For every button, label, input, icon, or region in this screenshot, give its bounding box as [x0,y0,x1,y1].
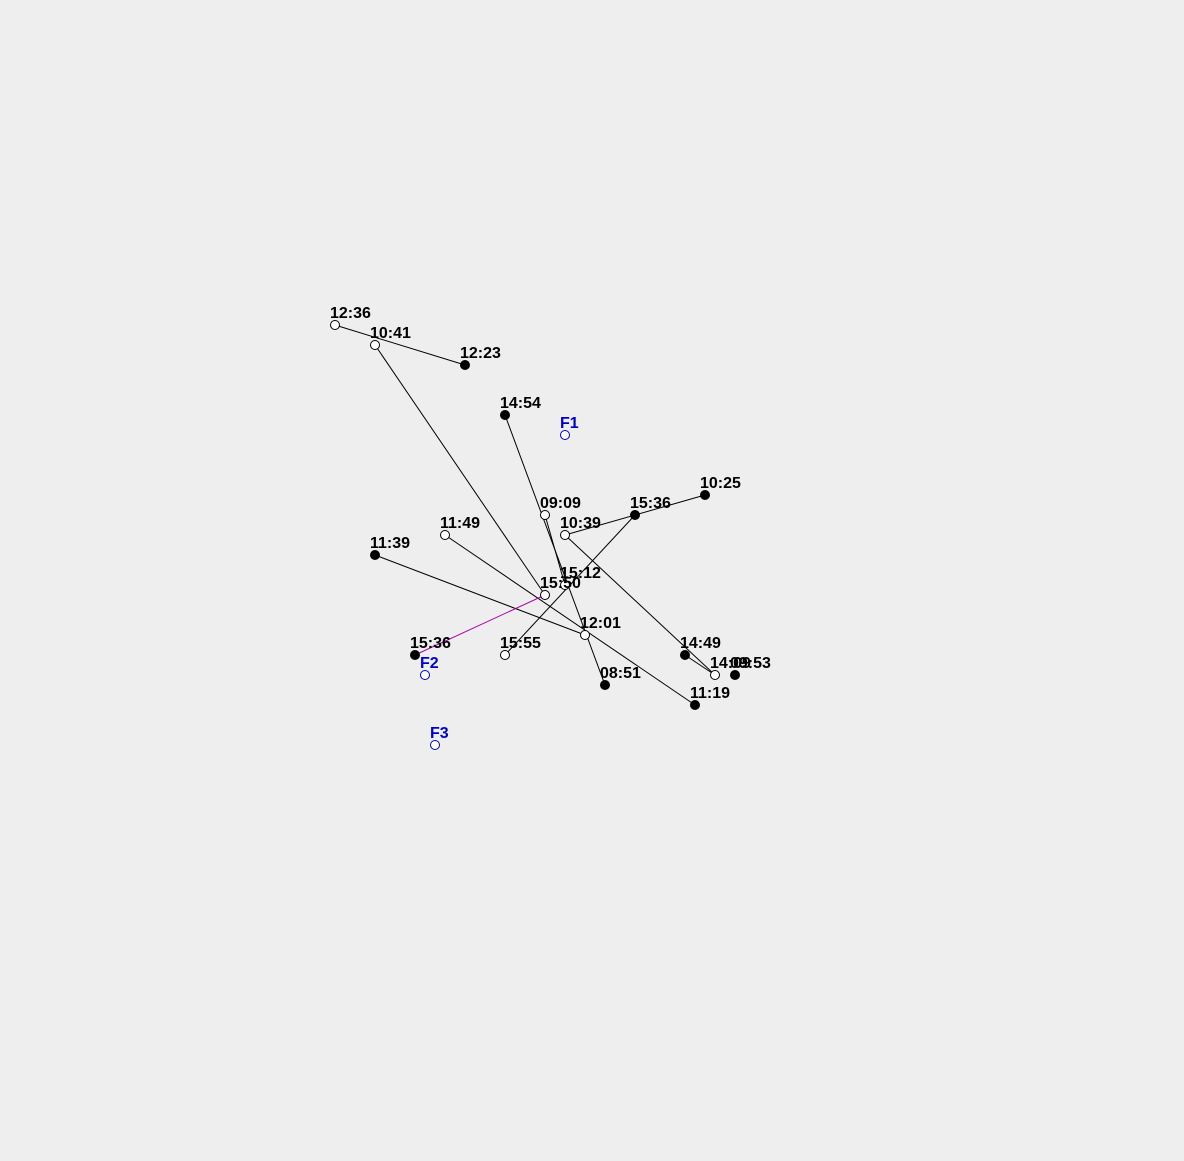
edges-layer [334,324,716,706]
stop-node-open[interactable] [710,670,720,680]
stop-node-filled[interactable] [460,360,470,370]
stop-node-filled[interactable] [730,670,740,680]
stop-node-filled[interactable] [410,650,420,660]
stop-node-filled[interactable] [700,490,710,500]
stop-time-label: 11:49 [440,515,480,532]
stop-time-label: 14:49 [680,635,721,652]
route-edge [544,514,566,586]
stop-node-open[interactable] [560,580,570,590]
stop-node-filled[interactable] [680,650,690,660]
stop-time-label: 12:01 [580,615,621,632]
route-edge [684,654,716,676]
stop-node-open[interactable] [560,530,570,540]
stop-node-open[interactable] [440,530,450,540]
stop-node-filled[interactable] [690,700,700,710]
highlighted-route-edge [414,594,546,656]
stop-node-open[interactable] [540,510,550,520]
route-edge [374,554,586,636]
facility-label: F2 [420,655,439,672]
stop-time-label: 15:55 [500,635,541,652]
stop-node-filled[interactable] [370,550,380,560]
stop-time-label: 09:53 [730,655,771,672]
facility-node[interactable] [560,430,570,440]
stop-node-open[interactable] [580,630,590,640]
stop-time-label: 14:09 [710,655,751,672]
stop-time-label: 11:19 [690,685,730,702]
stop-time-label: 15:12 [560,565,601,582]
stop-time-label: 10:41 [370,325,411,342]
facility-node[interactable] [430,740,440,750]
route-edge [444,534,696,706]
facility-node[interactable] [420,670,430,680]
route-edge [564,534,716,676]
stop-time-label: 14:54 [500,395,541,412]
facility-label: F3 [430,725,449,742]
stop-node-open[interactable] [500,650,510,660]
stop-node-filled[interactable] [630,510,640,520]
stop-node-open[interactable] [330,320,340,330]
stop-time-label: 10:25 [700,475,741,492]
stop-time-label: 15:50 [540,575,581,592]
route-edge [334,324,466,366]
stop-time-label: 15:36 [630,495,671,512]
stop-time-label: 08:51 [600,665,641,682]
facility-label: F1 [560,415,579,432]
stop-node-open[interactable] [370,340,380,350]
route-edge [374,344,546,596]
stop-time-label: 12:23 [460,345,501,362]
stop-time-label: 11:39 [370,535,410,552]
stop-time-label: 09:09 [540,495,581,512]
stop-time-label: 10:39 [560,515,601,532]
stop-time-label: 12:36 [330,305,371,322]
stop-time-label: 15:36 [410,635,451,652]
stop-node-filled[interactable] [600,680,610,690]
stop-node-open[interactable] [540,590,550,600]
stop-node-filled[interactable] [500,410,510,420]
nodes-layer: 12:36 10:41 12:23 14:54 10:25 09:09 15:36 10:39… [330,305,771,710]
